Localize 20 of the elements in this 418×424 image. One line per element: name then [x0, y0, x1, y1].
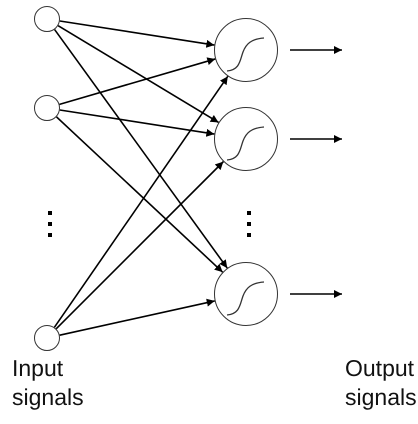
arrow: [290, 135, 342, 143]
neuron-circle: [214, 107, 278, 171]
arrow: [60, 109, 214, 137]
arrow: [290, 46, 342, 54]
arrow: [290, 290, 342, 298]
group-label: Input signals: [12, 354, 85, 412]
input-circle: [34, 6, 60, 32]
neuron-circle: [214, 262, 278, 326]
arrow: [60, 298, 215, 336]
input-circle: [34, 325, 60, 351]
arrow: [58, 25, 219, 124]
arrow: [54, 76, 228, 328]
neuron-circle: [214, 18, 278, 82]
arrow: [59, 57, 216, 106]
arrow: [60, 20, 214, 48]
arrow: [56, 161, 224, 330]
arrow: [54, 29, 228, 269]
input-circle: [34, 95, 60, 121]
arrow: [56, 116, 224, 273]
group-label: Output signals: [345, 354, 418, 412]
